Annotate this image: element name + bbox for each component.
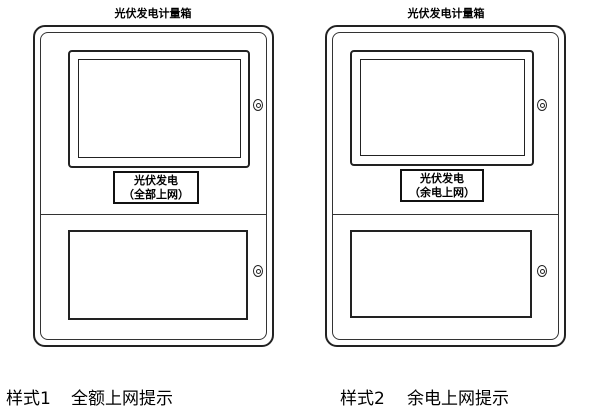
label-line-2: （余电上网） [409, 186, 475, 199]
meter-window [350, 50, 534, 166]
door-divider [333, 214, 558, 215]
info-label: 光伏发电 （余电上网） [400, 169, 484, 202]
lock-knob-icon [537, 265, 547, 277]
box-inner-frame [332, 32, 559, 340]
door-divider [41, 214, 266, 215]
info-label: 光伏发电 （全部上网） [113, 171, 199, 204]
caption-text-1: 全额上网提示 [71, 389, 173, 409]
box-outer-frame: 光伏发电 （余电上网） [325, 25, 566, 347]
label-line-2: （全部上网） [123, 188, 189, 201]
box-title: 光伏发电计量箱 [114, 7, 192, 20]
box-title: 光伏发电计量箱 [407, 7, 485, 20]
caption-text-2: 余电上网提示 [407, 389, 509, 409]
lock-knob-icon [537, 99, 547, 111]
caption-style-2: 样式2 [340, 389, 385, 409]
lower-window [350, 230, 532, 318]
lock-knob-icon [253, 265, 263, 277]
box-inner-frame [40, 32, 267, 340]
lock-knob-icon [253, 99, 263, 111]
box-outer-frame: 光伏发电 （全部上网） [33, 25, 274, 347]
meter-window [68, 50, 250, 168]
caption-style-1: 样式1 [6, 389, 51, 409]
label-line-1: 光伏发电 [134, 174, 178, 187]
lower-window [68, 230, 248, 320]
label-line-1: 光伏发电 [420, 172, 464, 185]
